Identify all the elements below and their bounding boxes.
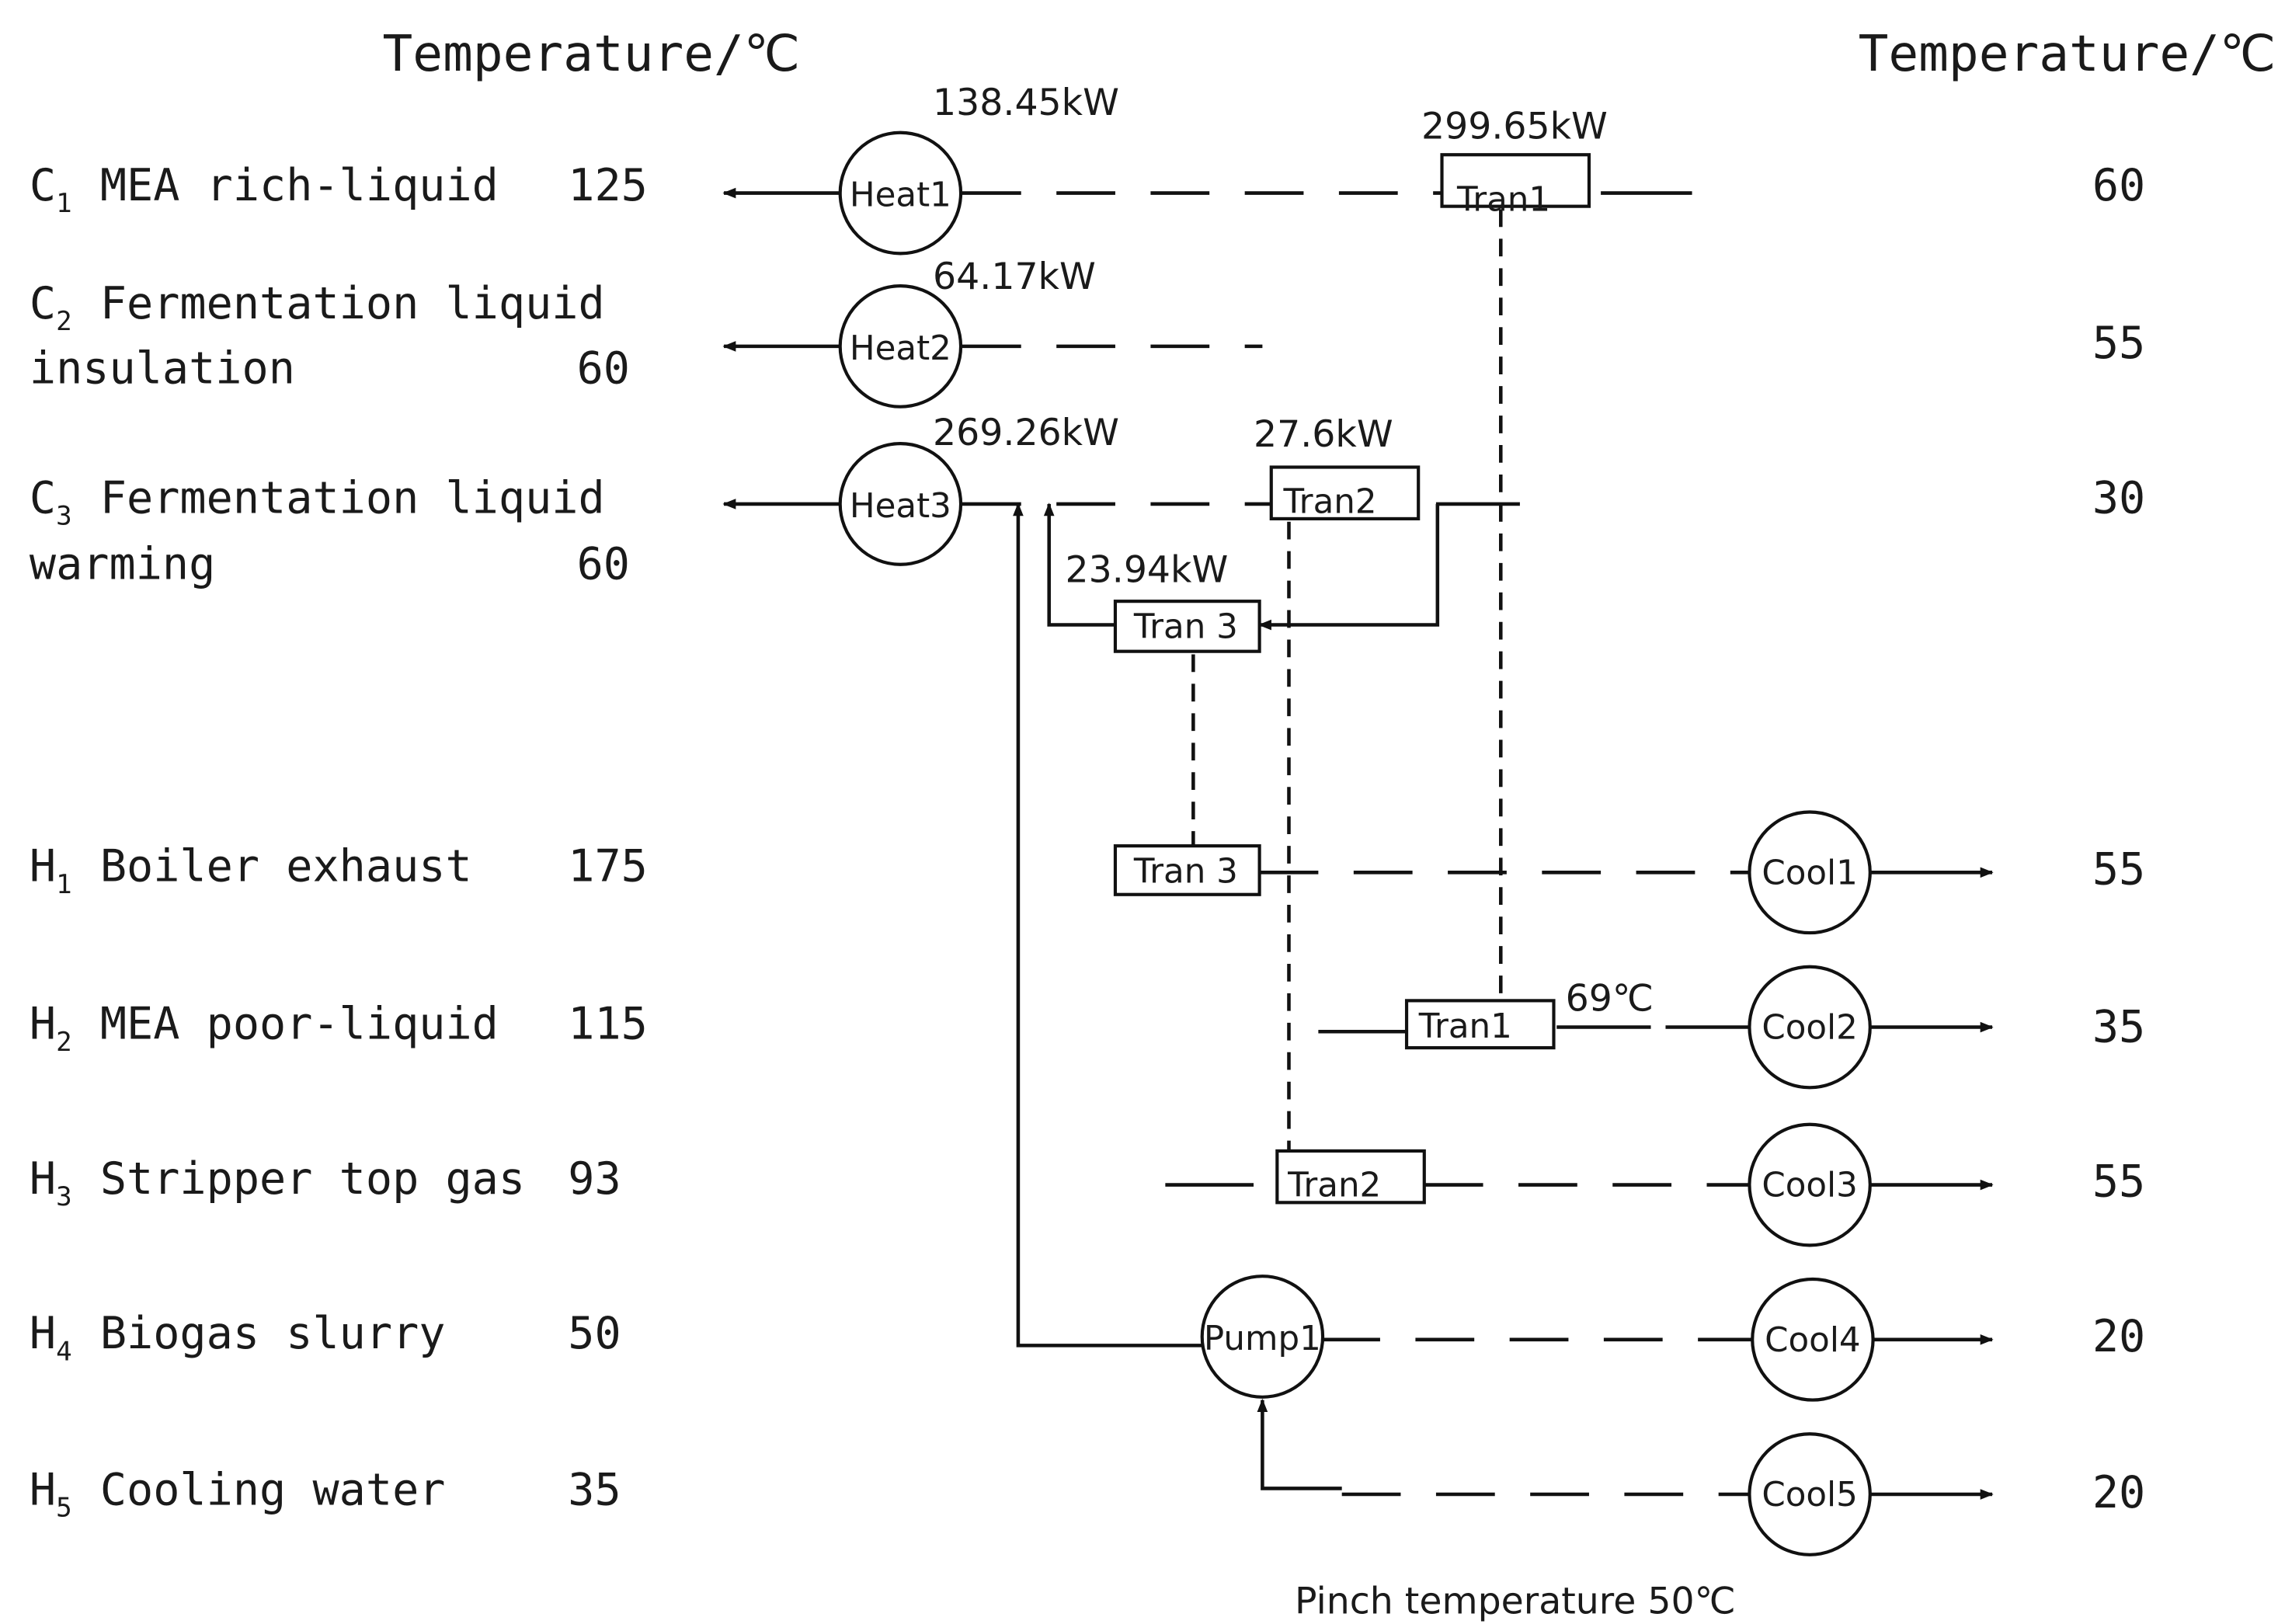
cooler-cool3[interactable]: Cool3 [1748,1122,1872,1247]
stream-symbol: H1 [30,841,72,900]
stream-symbol: C2 [30,278,72,337]
stream-name: Boiler exhaust [100,841,472,892]
duty-heat1: 138.45kW [933,82,1119,124]
pinch-temperature-label: Pinch temperature 50℃ [1295,1581,1736,1623]
stream-symbol: H5 [30,1464,72,1523]
stream-inlet-temp: 50 [568,1308,621,1359]
unit-label: Heat2 [850,329,951,368]
stream-symbol: H4 [30,1308,72,1367]
stream-inlet-temp: 93 [568,1153,621,1205]
outlet-temp-c2: 55 [2092,318,2145,369]
stream-label-c1: C1 MEA rich-liquid 125 [30,160,648,219]
unit-label: Cool2 [1762,1009,1858,1048]
stream-inlet-temp: 115 [568,999,648,1050]
stream-inlet-temp: 60 [577,343,630,394]
stream-name: Cooling water [100,1464,446,1515]
outlet-temp-c1: 60 [2092,160,2145,211]
stream-name: Stripper top gas [100,1153,525,1205]
stream-name-line2: insulation [30,343,295,394]
stream-label-h3: H3 Stripper top gas 93 [30,1153,621,1212]
unit-label: Tran2 [1287,1167,1381,1205]
outlet-temp-h4: 20 [2092,1311,2145,1362]
unit-label: Tran2 [1282,482,1376,521]
duty-tran3: 23.94kW [1066,548,1229,591]
stream-symbol: C1 [30,160,72,219]
tran1-outlet-temp: 69℃ [1566,978,1654,1021]
exchanger-tran1-cold-side[interactable]: Tran1 [1440,153,1591,219]
stream-line-h4 [1013,503,1994,1348]
outlet-temp-h5: 20 [2092,1467,2145,1518]
unit-label: Cool1 [1762,854,1858,892]
left-temperature-header: Temperature/℃ [383,25,801,83]
stream-line-h5 [1257,1398,1994,1500]
exchanger-tran3-cold-side[interactable]: Tran 3 [1113,600,1261,653]
heater-heat2[interactable]: Heat2 [838,284,963,409]
exchanger-tran1-hot-side[interactable]: Tran1 [1404,999,1556,1050]
stream-inlet-temp: 175 [568,841,648,892]
stream-label-h2: H2 MEA poor-liquid 115 [30,999,648,1058]
unit-label: Heat1 [850,176,951,215]
cooler-cool2[interactable]: Cool2 [1748,965,1872,1090]
unit-label: Cool5 [1762,1476,1858,1514]
unit-label: Tran1 [1456,180,1550,219]
stream-label-c2: C2 Fermentation liquid insulation 60 [30,278,630,395]
unit-label: Cool3 [1762,1167,1858,1205]
cooler-cool4[interactable]: Cool4 [1751,1277,1875,1402]
outlet-temp-h2: 35 [2092,1001,2145,1052]
stream-name: Fermentation liquid [100,278,605,329]
unit-label: Heat3 [850,487,951,526]
stream-label-h5: H5 Cooling water 35 [30,1464,621,1523]
unit-label: Cool4 [1765,1321,1861,1360]
stream-symbol: C3 [30,472,72,531]
exchanger-tran2-hot-side[interactable]: Tran2 [1275,1149,1426,1205]
stream-inlet-temp: 35 [568,1464,621,1515]
outlet-temp-h3: 55 [2092,1156,2145,1208]
stream-symbol: H2 [30,999,72,1058]
cooler-cool1[interactable]: Cool1 [1748,810,1872,935]
duty-heat2: 64.17kW [933,256,1096,298]
unit-label: Tran 3 [1133,608,1238,647]
stream-inlet-temp: 125 [568,160,648,211]
unit-label: Tran1 [1418,1007,1512,1046]
stream-name: MEA rich-liquid [100,160,499,211]
stream-label-h4: H4 Biogas slurry 50 [30,1308,621,1367]
stream-inlet-temp: 60 [577,539,630,590]
stream-symbol: H3 [30,1153,72,1212]
stream-label-h1: H1 Boiler exhaust 175 [30,841,648,900]
exchanger-tran2-cold-side[interactable]: Tran2 [1269,465,1421,521]
exchanger-tran3-hot-side[interactable]: Tran 3 [1113,844,1261,896]
duty-tran2: 27.6kW [1254,413,1393,456]
heater-heat3[interactable]: Heat3 [838,442,963,566]
stream-name: Biogas slurry [100,1308,446,1359]
cooler-cool5[interactable]: Cool5 [1748,1432,1872,1556]
outlet-temp-h1: 55 [2092,843,2145,895]
stream-line-h2 [1318,1021,1994,1034]
unit-label: Tran 3 [1133,853,1238,892]
stream-name: Fermentation liquid [100,472,605,523]
outlet-temp-c3: 30 [2092,472,2145,523]
heater-heat1[interactable]: Heat1 [838,130,963,256]
right-temperature-header: Temperature/℃ [1859,25,2276,83]
stream-name-line2: warming [30,539,215,590]
stream-label-c3: C3 Fermentation liquid warming 60 [30,472,630,589]
stream-name: MEA poor-liquid [100,999,499,1050]
pump-pump1[interactable]: Pump1 [1200,1275,1325,1399]
duty-tran1: 299.65kW [1421,105,1608,148]
unit-label: Pump1 [1204,1320,1321,1358]
duty-heat3: 269.26kW [933,412,1119,454]
